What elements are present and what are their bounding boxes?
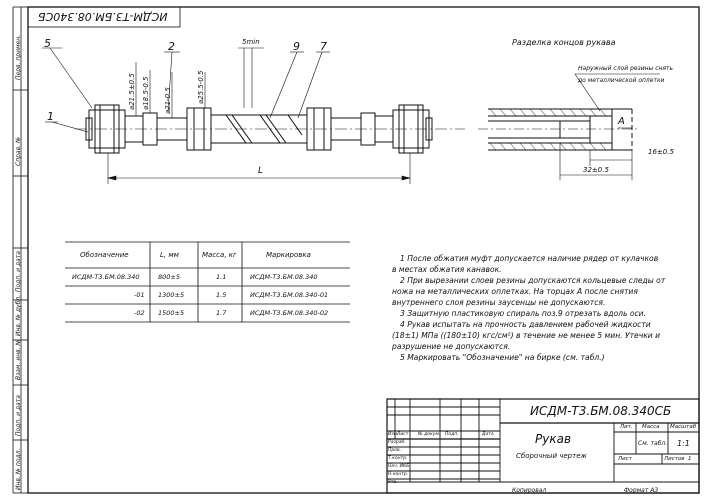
tb-doc-type: Сборочный чертеж [516, 452, 587, 460]
sidebar-label: Инв. № дубл. [15, 294, 22, 336]
note-line: ножа на металлических оплетках. На торца… [392, 287, 638, 296]
tb-role: Разраб. [388, 440, 406, 445]
tb-lit-header: Лит. [620, 424, 633, 430]
tb-scale-value: 1:1 [677, 439, 690, 448]
tb-designation: ИСДМ-Т3.БМ.08.340СБ [530, 404, 672, 418]
table-cell: 1.5 [216, 291, 227, 299]
tb-role: Т.контр. [388, 456, 408, 461]
table-header: Масса, кг [202, 251, 237, 259]
note-line: (18±1) МПа ((180±10) кгс/см²) в течение … [392, 331, 661, 340]
note-line: разрушение не допускаются. [392, 342, 511, 351]
table-cell: ИСДМ-Т3.БМ.08.340-02 [250, 309, 329, 317]
sidebar-label: Инв. № подл. [15, 448, 22, 490]
title-block-grid [386, 398, 700, 494]
note-line: в местах обжатия канавок. [392, 265, 502, 274]
note-line: внутреннего слоя резины заусенцы не допу… [392, 298, 606, 307]
table-cell: ИСДМ-Т3.БМ.08.340 [72, 273, 140, 281]
tb-scale-header: Масштаб [670, 424, 697, 430]
top-stamp: ИСДМ-Т3.БМ.08.340СБ [38, 10, 168, 23]
tb-copied: Копировал [512, 487, 547, 494]
variants-table-grid [65, 241, 350, 323]
sidebar-label: Взам. инв. № [15, 339, 22, 380]
note-line: 1 После обжатия муфт допускается наличие… [400, 254, 659, 263]
table-cell: 800±5 [158, 273, 180, 281]
table-header: Маркировка [266, 251, 311, 259]
sidebar-label: Подп. и дата [15, 395, 22, 436]
detail-view [478, 108, 640, 151]
note-line: 3 Защитную пластиковую спираль поз.9 отр… [400, 309, 647, 318]
table-cell: ИСДМ-Т3.БМ.08.340-01 [250, 291, 329, 299]
sidebar-label: Подп. и дата [15, 251, 22, 292]
note-line: 2 При вырезании слоев резины допускаются… [400, 276, 666, 285]
tb-name: Рукав [535, 432, 572, 446]
dim-label: 16±0.5 [648, 148, 674, 156]
sidebar-label: Перв. примен. [15, 34, 22, 80]
tb-sheets-label: Листов [664, 456, 685, 462]
tb-col: Подп. [445, 432, 459, 437]
tb-role: Н.контр. [388, 472, 409, 477]
tb-format: Формат А3 [624, 487, 659, 494]
dim-label: 5min [242, 38, 260, 46]
table-header: L, мм [160, 251, 179, 259]
tb-role: Нач. ИКБ [388, 464, 410, 469]
position-number: 5 [44, 37, 51, 50]
drawing-frame [27, 6, 700, 494]
position-number: 9 [293, 40, 300, 53]
sidebar-label: Справ. № [15, 136, 22, 166]
dim-label: 32±0.5 [583, 166, 609, 174]
callout-text: Наружный слой резины снять [578, 65, 674, 72]
dim-label: ⌀18.5-0.5 [142, 76, 150, 110]
dim-label: ⌀21-0.5 [164, 87, 172, 114]
table-cell: -02 [134, 309, 145, 317]
position-number: 1 [47, 110, 54, 123]
table-cell: 1500±5 [158, 309, 185, 317]
dim-label: L [258, 166, 264, 176]
tb-col: Изм. [388, 432, 399, 437]
tb-role: Пров. [388, 448, 402, 453]
table-cell: -01 [134, 291, 145, 299]
table-cell: 1300±5 [158, 291, 185, 299]
position-number: 2 [168, 40, 175, 53]
hose-assembly [75, 104, 465, 154]
table-cell: 1.1 [216, 273, 227, 281]
tb-col: Лист [397, 432, 409, 437]
tb-col: Дата [482, 432, 494, 437]
table-header: Обозначение [80, 251, 129, 259]
tb-sheets-value: 1 [688, 456, 692, 462]
detail-mark: A [618, 116, 625, 127]
dim-label: ⌀25.5-0.5 [197, 70, 205, 104]
tb-col: № докум. [418, 432, 441, 437]
table-cell: 1.7 [216, 309, 227, 317]
tb-role: Утв. [388, 480, 398, 485]
technical-notes: 1 После обжатия муфт допускается наличие… [392, 253, 665, 363]
tb-mass-value: См. табл. [638, 440, 668, 447]
tb-sheet-label: Лист [618, 456, 632, 462]
note-line: 4 Рукав испытать на прочность давлением … [400, 320, 651, 329]
tb-mass-header: Масса [642, 424, 660, 430]
callout-text: до металлической оплетки [578, 77, 665, 84]
detail-title: Разделка концов рукава [512, 38, 616, 47]
position-number: 7 [320, 40, 327, 53]
table-cell: ИСДМ-Т3.БМ.08.340 [250, 273, 318, 281]
dim-label: ⌀21.5±0.5 [128, 73, 136, 110]
note-line: 5 Маркировать "Обозначение" на бирке (см… [400, 353, 605, 362]
